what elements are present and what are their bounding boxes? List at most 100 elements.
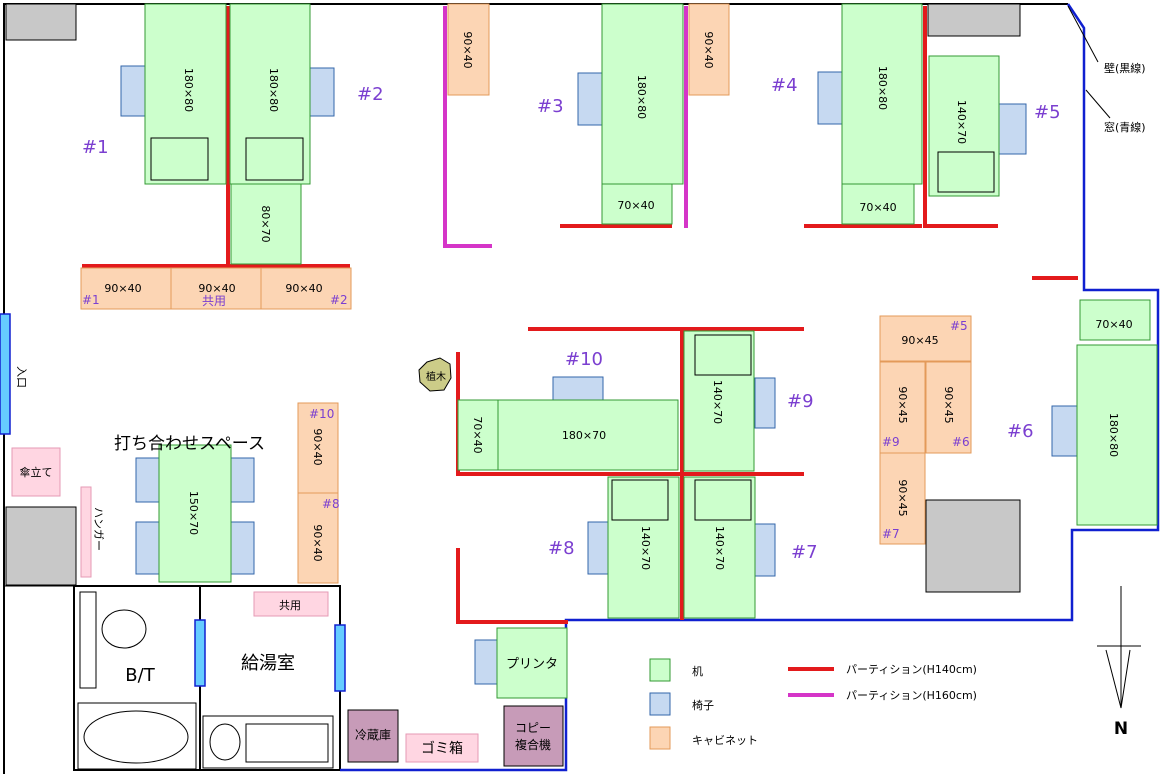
- chair-6[interactable]: [1051, 405, 1079, 457]
- cabinet-6-tag: #6: [952, 435, 970, 449]
- chair-3[interactable]: [577, 72, 604, 126]
- desk-9[interactable]: [683, 330, 755, 472]
- desk-10[interactable]: [497, 399, 679, 471]
- chair-2[interactable]: [309, 67, 335, 117]
- meeting-chair-nw[interactable]: [135, 457, 161, 503]
- desk-8[interactable]: [607, 476, 680, 619]
- cabinet-9[interactable]: [879, 361, 926, 454]
- desk-5-size: 140×70: [955, 100, 968, 144]
- legend-chair-swatch: [649, 692, 671, 716]
- kitchen-door[interactable]: [334, 624, 346, 692]
- cabinets: [80, 3, 972, 584]
- fixtures: [11, 357, 564, 767]
- desk-5[interactable]: [928, 55, 1000, 197]
- desk-3-return[interactable]: [601, 183, 673, 225]
- chair-10[interactable]: [552, 376, 604, 402]
- cabinet-2[interactable]: [260, 267, 352, 310]
- ws-10-label: #10: [565, 349, 603, 370]
- chair-1[interactable]: [120, 65, 147, 117]
- chair-7[interactable]: [754, 523, 776, 577]
- legend-desk-swatch: [649, 658, 671, 682]
- printer-chair[interactable]: [474, 639, 498, 685]
- chair-4[interactable]: [817, 71, 843, 125]
- cabinet-1-size: 90×40: [104, 282, 141, 295]
- desk-inner-boxes: [150, 137, 995, 521]
- cabinet-ws3[interactable]: [447, 3, 490, 96]
- room-labels: 入口 傘立て ハンガー 打ち合わせスペース B/T 給湯室 共用 冷蔵庫 ゴミ箱…: [15, 366, 558, 757]
- cabinet-7-size: 90×45: [896, 479, 909, 516]
- desk-10-return[interactable]: [457, 399, 499, 471]
- chair-9[interactable]: [754, 377, 776, 429]
- umbrella-label: 傘立て: [20, 465, 53, 479]
- desk-4-return-size: 70×40: [859, 201, 896, 214]
- cabinet-shared[interactable]: [170, 267, 262, 310]
- cabinet-size-labels: 90×40 90×40 90×40 90×40 90×40 90×45 90×4…: [104, 31, 955, 561]
- pillars: [5, 3, 1021, 593]
- desk-6-size: 180×80: [1107, 413, 1120, 457]
- desk-3[interactable]: [601, 3, 684, 185]
- desk-2-return[interactable]: [230, 183, 302, 265]
- legend-chair-label: 椅子: [692, 698, 714, 712]
- meeting-chair-se[interactable]: [229, 521, 255, 575]
- cabinet-5[interactable]: [879, 315, 972, 362]
- legend-cabinet-swatch: [649, 726, 671, 750]
- hanger-rack[interactable]: [80, 486, 92, 578]
- desk-3-return-size: 70×40: [617, 199, 654, 212]
- cabinet-shared-tag: 共用: [202, 294, 226, 308]
- cabinet-6-size: 90×45: [942, 386, 955, 423]
- copier[interactable]: [503, 705, 564, 767]
- partitions-h140: [82, 6, 1078, 624]
- cabinet-9-tag: #9: [882, 435, 900, 449]
- cabinet-8[interactable]: [297, 492, 339, 584]
- desk-2[interactable]: [229, 3, 311, 185]
- toilet-icon: [101, 609, 147, 649]
- meeting-table-size: 150×70: [187, 491, 200, 535]
- chair-5[interactable]: [997, 103, 1027, 155]
- bath-door[interactable]: [194, 619, 206, 687]
- cabinet-shared-size: 90×40: [198, 282, 235, 295]
- kitchen-shared-label: 共用: [279, 599, 301, 612]
- meeting-table[interactable]: [158, 444, 232, 583]
- desk-1-size: 180×80: [182, 68, 195, 112]
- legend-partition160-label: パーティション(H160cm): [846, 689, 977, 702]
- kitchen-shared-shelf[interactable]: [253, 591, 329, 617]
- legend-desk-label: 机: [692, 664, 703, 678]
- ws-4-label: #4: [771, 75, 798, 96]
- workstation-labels: #1 #2 #3 #4 #5 #6 #7 #8 #9 #10: [82, 75, 1061, 563]
- legend: 机 椅子 キャビネット パーティション(H140cm) パーティション(H160…: [649, 658, 977, 750]
- printer-table[interactable]: [496, 627, 568, 699]
- desk-3-size: 180×80: [635, 75, 648, 119]
- chair-8[interactable]: [587, 521, 610, 575]
- desk-4[interactable]: [841, 3, 923, 185]
- cabinet-7[interactable]: [879, 452, 926, 545]
- north-arrow: N: [1097, 586, 1141, 739]
- desk-4-return[interactable]: [841, 183, 915, 225]
- cabinet-10-tag: #10: [309, 407, 334, 421]
- desk-9-size: 140×70: [711, 380, 724, 424]
- legend-cabinet-label: キャビネット: [692, 734, 758, 747]
- printer-label: プリンタ: [506, 657, 558, 672]
- desk-2-return-size: 80×70: [259, 205, 272, 242]
- cabinet-2-size: 90×40: [285, 282, 322, 295]
- partitions-h160: [443, 6, 688, 248]
- fridge[interactable]: [347, 709, 399, 763]
- bathtub-basin: [83, 710, 189, 764]
- umbrella-stand[interactable]: [11, 447, 61, 497]
- desk-1[interactable]: [144, 3, 227, 185]
- cabinet-1[interactable]: [80, 267, 172, 310]
- desk-7[interactable]: [683, 476, 756, 619]
- entrance-door[interactable]: [0, 313, 11, 435]
- meeting-chair-ne[interactable]: [229, 457, 255, 503]
- trash-bin[interactable]: [405, 733, 479, 763]
- cabinet-ws4[interactable]: [688, 3, 730, 96]
- desk-6[interactable]: [1076, 344, 1158, 526]
- meeting-chair-sw[interactable]: [135, 521, 161, 575]
- north-label: N: [1114, 719, 1128, 739]
- entrance-label: 入口: [15, 366, 28, 388]
- wall-callout: 壁(黒線): [1104, 61, 1146, 75]
- cabinet-9-size: 90×45: [896, 386, 909, 423]
- desk-6-top[interactable]: [1079, 299, 1151, 341]
- cabinet-6[interactable]: [925, 361, 972, 454]
- cabinet-5-tag: #5: [950, 319, 968, 333]
- fridge-label: 冷蔵庫: [355, 728, 391, 742]
